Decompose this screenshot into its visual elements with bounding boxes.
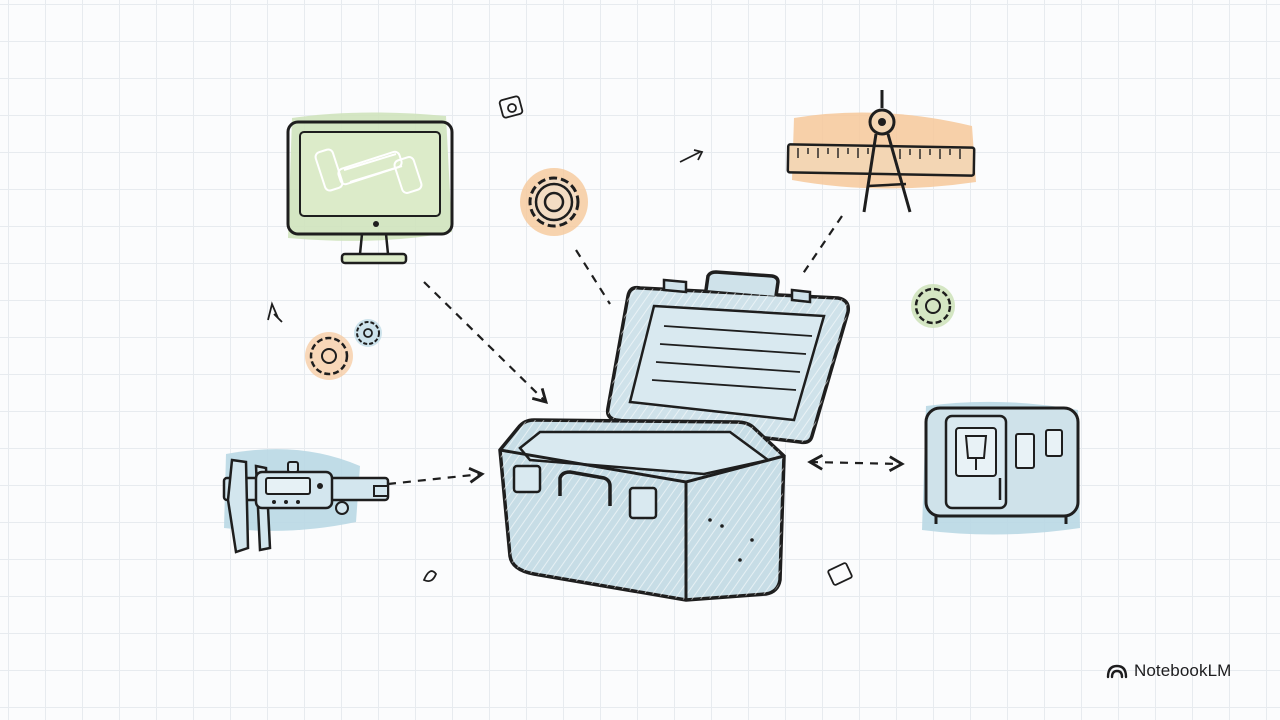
arrow-icon bbox=[387, 215, 905, 486]
gear-icon bbox=[305, 332, 353, 380]
gear-icon bbox=[354, 319, 382, 347]
toolbox-icon bbox=[498, 270, 851, 602]
caliper-icon bbox=[222, 449, 390, 554]
gear-icon bbox=[911, 284, 955, 328]
small-doodle-icon bbox=[267, 95, 853, 586]
notebooklm-logo-icon bbox=[1106, 664, 1128, 679]
brand-name: NotebookLM bbox=[1134, 661, 1232, 680]
monitor-cad-icon bbox=[286, 112, 454, 265]
brand: NotebookLM bbox=[1106, 659, 1231, 683]
cnc-machine-icon bbox=[922, 401, 1080, 535]
compass-icon bbox=[862, 90, 912, 213]
gear-icon bbox=[520, 168, 588, 236]
ruler-icon bbox=[786, 112, 976, 189]
